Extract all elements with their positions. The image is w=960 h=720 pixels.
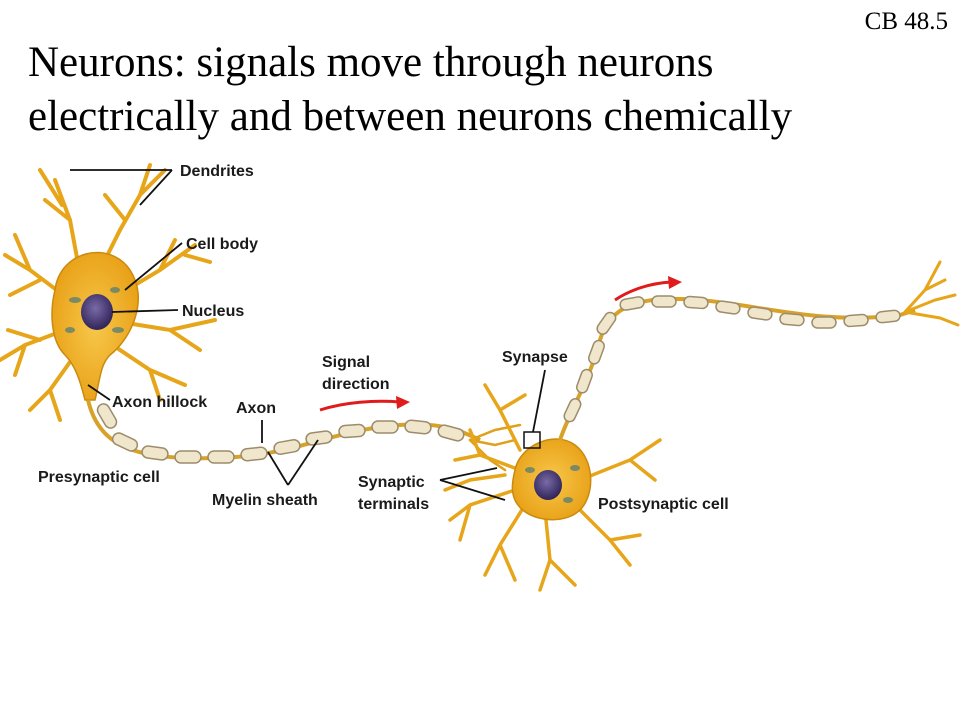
label-postsynaptic-cell: Postsynaptic cell	[598, 496, 729, 513]
signal-arrowhead-upper	[668, 276, 682, 289]
synapse-marker-box	[523, 431, 541, 449]
label-myelin-sheath: Myelin sheath	[212, 492, 318, 509]
signal-arrows	[319, 276, 682, 412]
signal-arrowhead-lower	[396, 396, 410, 409]
signal-arrow-lower	[319, 399, 401, 412]
label-cell-body: Cell body	[186, 236, 258, 253]
label-axon-hillock: Axon hillock	[112, 394, 207, 411]
axon-presynaptic	[86, 399, 522, 472]
label-synaptic-terminals-line1: Synaptic	[358, 474, 425, 491]
label-synaptic-terminals-line2: terminals	[358, 496, 429, 513]
neuron-diagram: Dendrites Cell body Nucleus Signal direc…	[0, 163, 960, 592]
signal-arrow-upper	[614, 280, 673, 302]
title-line-1: Neurons: signals move through neurons	[28, 39, 714, 86]
postsynaptic-neuron	[443, 383, 662, 592]
title-line-2: electrically and between neurons chemica…	[28, 93, 793, 140]
leader-lines	[70, 169, 546, 501]
presynaptic-nucleus	[81, 294, 113, 330]
presynaptic-organelles	[65, 287, 124, 333]
presynaptic-dendrites	[0, 163, 217, 422]
axon-end-branches	[903, 260, 960, 327]
presynaptic-neuron	[0, 163, 217, 422]
label-synapse: Synapse	[502, 349, 568, 366]
label-axon: Axon	[236, 400, 276, 417]
label-dendrites: Dendrites	[180, 163, 254, 180]
slide-title: Neurons: signals move through neurons el…	[28, 36, 928, 144]
postsynaptic-organelles	[525, 465, 580, 503]
axon-postsynaptic	[558, 260, 960, 441]
label-signal-direction-line2: direction	[322, 376, 390, 393]
postsynaptic-nucleus	[534, 470, 562, 500]
myelin-sheath-segments-postsynaptic	[563, 295, 901, 423]
slide-reference-tag: CB 48.5	[864, 8, 948, 35]
label-nucleus: Nucleus	[182, 303, 244, 320]
postsynaptic-dendrites	[443, 383, 662, 592]
myelin-sheath-segments	[96, 403, 465, 464]
label-signal-direction-line1: Signal	[322, 354, 370, 371]
label-presynaptic-cell: Presynaptic cell	[38, 469, 160, 486]
